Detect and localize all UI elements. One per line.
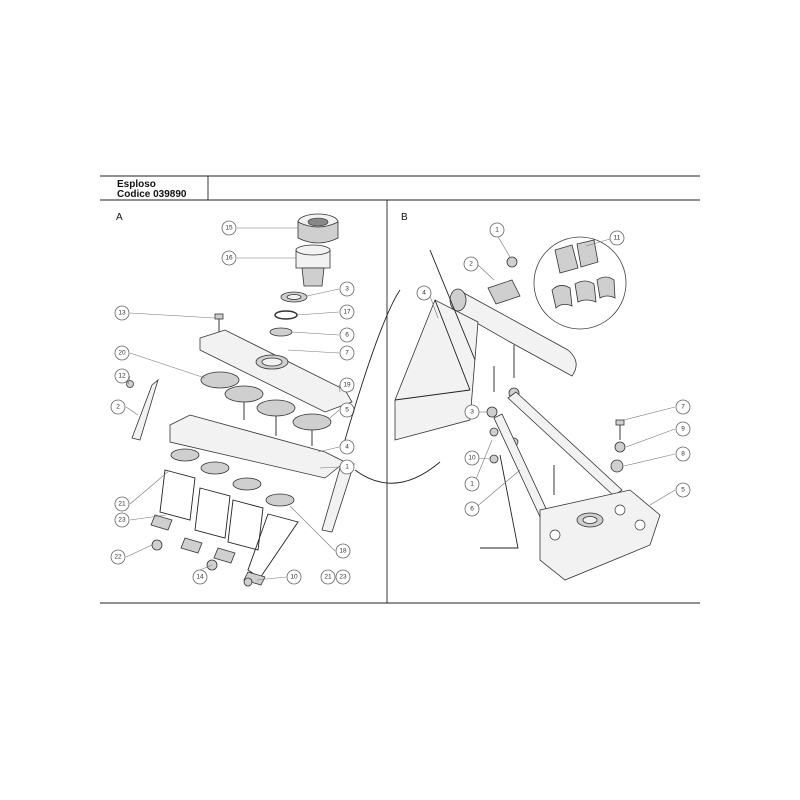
title-code: Codice 039890 [117,189,187,200]
callout-b-10: 10 [464,450,480,466]
callout-b-4-label: 4 [422,290,426,297]
callout-a-16-label: 16 [225,255,233,262]
callout-b-2: 2 [463,256,479,272]
callout-b-1-bottom: 1 [464,476,480,492]
panel-a-leaders [125,227,341,581]
callout-a-12: 12 [114,368,130,384]
panel-label-b: B [401,212,408,223]
callout-a-5-label: 5 [345,407,349,414]
callout-a-22: 22 [110,549,126,565]
callout-b-2-label: 2 [469,261,473,268]
panel-b-drawing [344,236,661,581]
callout-a-3: 3 [339,281,355,297]
callout-a-1-label: 1 [345,464,349,471]
callout-a-4-label: 4 [345,444,349,451]
callout-b-11-label: 11 [614,235,621,242]
callout-a-19: 19 [339,377,355,393]
callout-b-1-bottom-label: 1 [470,481,474,488]
callout-a-20-label: 20 [118,350,126,357]
callout-b-6: 6 [464,501,480,517]
callout-a-3-label: 3 [345,286,349,293]
title-block: Esploso Codice 039890 [100,175,700,201]
callout-a-13-label: 13 [118,310,126,317]
callout-b-8-label: 8 [681,451,685,458]
callout-b-7-label: 7 [681,404,685,411]
callout-a-21-right-label: 21 [324,574,332,581]
callout-a-20: 20 [114,345,130,361]
callout-a-7: 7 [339,345,355,361]
callout-b-5-label: 5 [681,487,685,494]
callout-a-14-label: 14 [196,574,204,581]
callout-a-6: 6 [339,327,355,343]
callout-a-12-label: 12 [118,373,126,380]
panel-label-a: A [116,212,123,223]
callout-b-1-top: 1 [489,222,505,238]
callout-a-5: 5 [339,402,355,418]
callout-a-7-label: 7 [345,350,349,357]
panel-a-drawing [126,213,355,587]
callout-b-11: 11 [609,230,625,246]
callout-a-17-label: 17 [343,309,351,316]
callout-b-6-label: 6 [470,506,474,513]
callout-a-16: 16 [221,250,237,266]
callout-a-23-left: 23 [114,512,130,528]
callout-a-6-label: 6 [345,332,349,339]
callout-a-13: 13 [114,305,130,321]
callout-a-14: 14 [192,569,208,585]
callout-b-7: 7 [675,399,691,415]
callout-a-15-label: 15 [225,225,233,232]
panel-a-callouts: 15 16 3 17 6 13 20 7 12 19 2 5 4 1 21 23… [110,220,355,585]
callout-a-21-right: 21 [320,569,336,585]
title-esploso: Esploso [117,179,156,190]
callout-a-19-label: 19 [343,382,351,389]
callout-a-2: 2 [110,399,126,415]
callout-b-8: 8 [675,446,691,462]
callout-b-3: 3 [464,404,480,420]
callout-a-18-label: 18 [339,548,347,555]
callout-a-10: 10 [286,569,302,585]
callout-a-2-label: 2 [116,404,120,411]
callout-a-23-right-label: 23 [339,574,347,581]
callout-a-10-label: 10 [290,574,298,581]
callout-a-18: 18 [335,543,351,559]
callout-b-9-label: 9 [681,426,685,433]
panel-b-callouts: 1 11 2 4 7 3 9 8 10 1 6 5 [416,222,691,517]
callout-b-1-top-label: 1 [495,227,499,234]
callout-a-23-left-label: 23 [118,517,126,524]
callout-a-23-right: 23 [335,569,351,585]
callout-b-9: 9 [675,421,691,437]
callout-b-10-label: 10 [468,455,476,462]
callout-a-4: 4 [339,439,355,455]
callout-a-15: 15 [221,220,237,236]
callout-a-22-label: 22 [114,554,122,561]
callout-a-1: 1 [339,459,355,475]
callout-b-4: 4 [416,285,432,301]
callout-b-5: 5 [675,482,691,498]
callout-a-17: 17 [339,304,355,320]
callout-b-3-label: 3 [470,409,474,416]
callout-a-21-left: 21 [114,496,130,512]
callout-a-21-left-label: 21 [118,501,126,508]
